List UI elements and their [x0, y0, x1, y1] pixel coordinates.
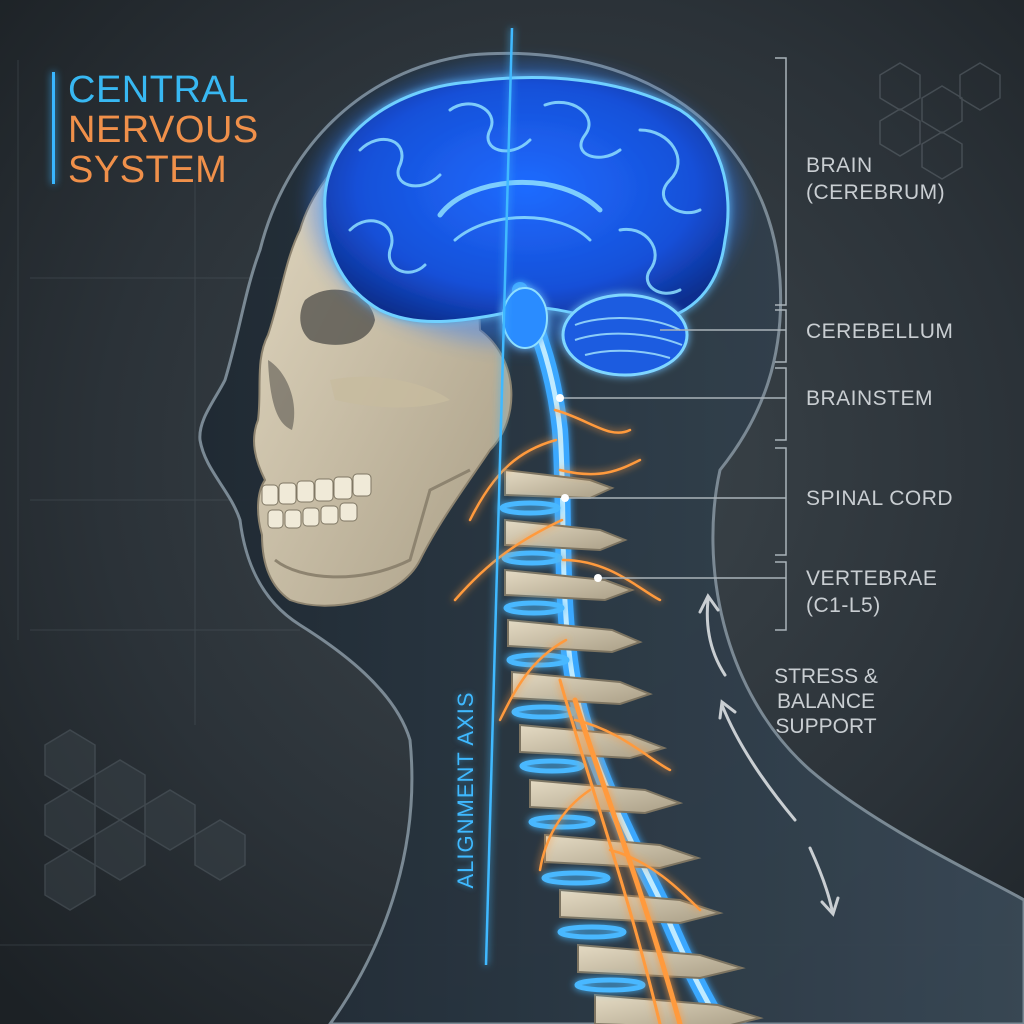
label-vertebrae-line-2: (C1-L5) — [806, 594, 881, 617]
label-brainstem: BRAINSTEM — [806, 387, 934, 410]
label-spinal-cord: SPINAL CORD — [806, 487, 954, 510]
label-brain-line-1: BRAIN — [806, 154, 873, 177]
brain-gyri — [348, 100, 702, 295]
curved-double-arrow-icon — [698, 593, 840, 917]
title-line-2: NERVOUS — [68, 109, 259, 151]
alignment-axis-label: ALIGNMENT AXIS — [453, 691, 478, 889]
jaw — [274, 468, 471, 579]
intervertebral-discs — [499, 500, 646, 993]
peripheral-nerves — [453, 408, 702, 1024]
label-vertebrae-line-1: VERTEBRAE — [806, 567, 938, 590]
spinal-cord-core — [517, 287, 723, 1024]
label-brain-line-2: (CEREBRUM) — [806, 181, 946, 204]
label-support-line-3: SUPPORT — [775, 715, 877, 738]
vertebrae — [504, 468, 764, 1024]
teeth — [261, 473, 372, 529]
label-support: STRESS & BALANCE SUPPORT — [770, 664, 882, 739]
brainstem — [502, 287, 548, 349]
label-brackets — [560, 57, 787, 631]
label-support-line-1: STRESS & — [774, 665, 878, 688]
nasal-cavity — [268, 360, 295, 430]
label-brain: BRAIN (CEREBRUM) — [806, 152, 945, 206]
brain-cerebrum — [323, 76, 730, 324]
eye-socket — [300, 289, 375, 345]
cerebellum — [561, 293, 689, 377]
label-vertebrae: VERTEBRAE (C1-L5) — [806, 565, 937, 619]
title-line-3: SYSTEM — [68, 149, 228, 191]
label-support-line-2: BALANCE — [776, 690, 876, 713]
title-accent-bar — [52, 72, 55, 184]
hexagon-pattern-bottom — [44, 729, 246, 911]
cerebellum-folia — [574, 317, 683, 359]
leader-dots — [556, 394, 602, 582]
hexagon-pattern-top — [879, 62, 1001, 180]
label-cerebellum: CEREBELLUM — [806, 320, 954, 343]
title-line-1: CENTRAL — [68, 69, 249, 111]
alignment-axis-line — [484, 27, 514, 966]
cheekbone — [330, 376, 450, 408]
